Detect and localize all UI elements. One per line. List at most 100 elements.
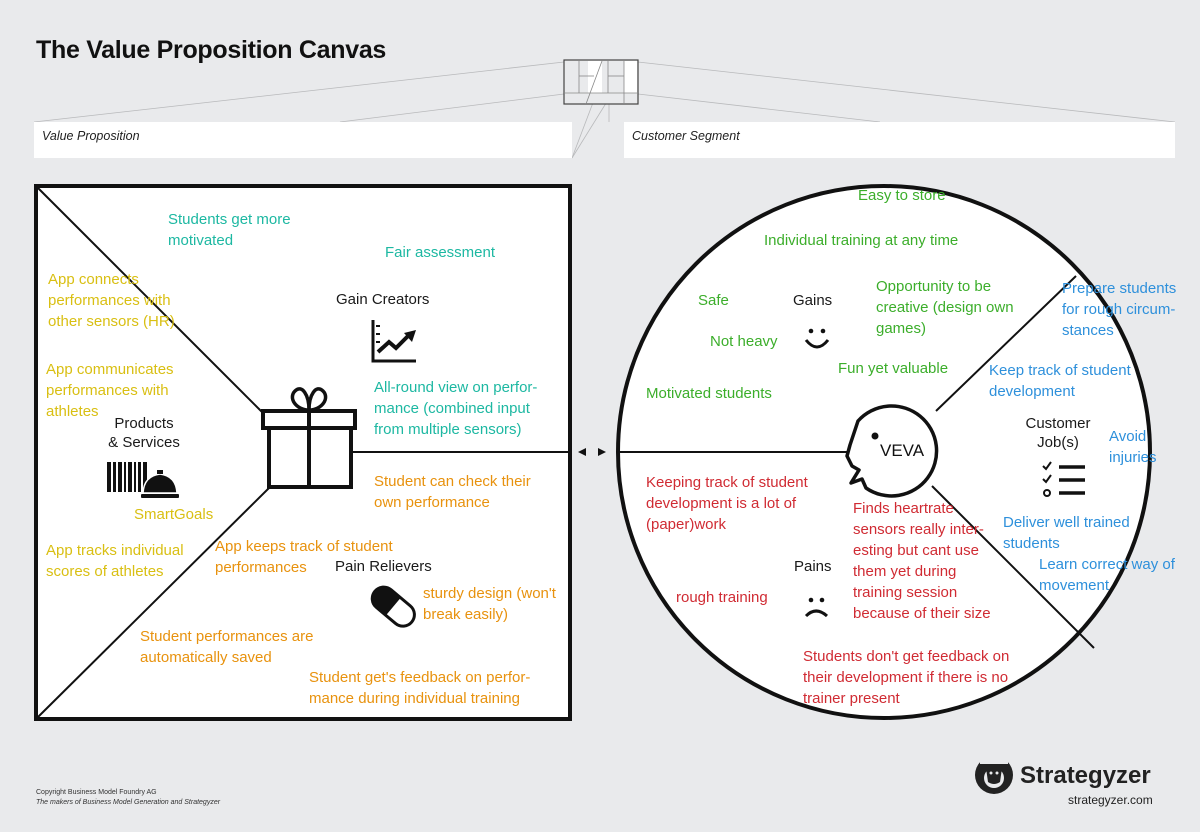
sticky-note: Student can check their own performance <box>374 471 531 513</box>
note-line: their development if there is no <box>803 669 1009 686</box>
sticky-note: Learn correct way of movement <box>1039 554 1175 596</box>
sticky-note: rough training <box>676 587 768 608</box>
products-services-label: Products & Services <box>100 414 188 452</box>
note-line: training session <box>853 584 958 601</box>
value-proposition-header: Value Proposition <box>34 122 572 158</box>
products-label-line2: & Services <box>108 434 180 451</box>
customer-segment-label: Customer Segment <box>632 129 740 143</box>
sticky-note: Keep track of student development <box>989 360 1131 402</box>
copyright: Copyright Business Model Foundry AG The … <box>36 788 220 808</box>
frown-icon <box>804 597 829 618</box>
note-line: mance during individual training <box>309 690 520 707</box>
note-line: performances with <box>46 382 169 399</box>
note-line: because of their size <box>853 605 991 622</box>
jobs-label-line2: Job(s) <box>1037 434 1079 451</box>
sticky-note: App tracks individual scores of athletes <box>46 540 184 582</box>
note-line: All-round view on perfor- <box>374 379 538 396</box>
note-line: Prepare students <box>1062 280 1177 297</box>
sticky-note: App communicates performances with athle… <box>46 359 174 422</box>
sticky-note: Students don't get feedback on their dev… <box>803 646 1009 709</box>
sticky-note: Deliver well trained students <box>1003 512 1130 554</box>
products-label-line1: Products <box>114 415 174 432</box>
sticky-note: Keeping track of student development is … <box>646 472 808 535</box>
note-line: Fair assessment <box>385 244 496 261</box>
strategyzer-logo-icon <box>975 754 1013 794</box>
note-line: Easy to store <box>858 187 946 204</box>
note-line: scores of athletes <box>46 563 164 580</box>
customer-segment-header: Customer Segment <box>624 122 1175 158</box>
note-line: athletes <box>46 403 99 420</box>
note-line: App tracks individual <box>46 542 184 559</box>
note-line: other sensors (HR) <box>48 313 175 330</box>
note-line: development <box>989 383 1075 400</box>
brand-url[interactable]: strategyzer.com <box>1068 793 1153 807</box>
note-line: trainer present <box>803 690 900 707</box>
sticky-note: Easy to store <box>858 185 946 206</box>
barcode-bell-icon <box>107 462 179 498</box>
sticky-note: Student performances are automatically s… <box>140 626 313 668</box>
note-line: Not heavy <box>710 333 778 350</box>
note-line: Safe <box>698 292 729 309</box>
sticky-note: Individual training at any time <box>764 230 958 251</box>
note-line: Fun yet valuable <box>838 360 949 377</box>
sticky-note: SmartGoals <box>134 504 213 525</box>
note-line: App connects <box>48 271 139 288</box>
sticky-note: Fun yet valuable <box>838 358 948 379</box>
note-line: sensors really inter- <box>853 521 984 538</box>
sticky-note: Fair assessment <box>385 242 495 263</box>
sticky-note: sturdy design (won't break easily) <box>423 583 556 625</box>
note-line: own performance <box>374 494 490 511</box>
sticky-note: Prepare students for rough circum- stanc… <box>1062 278 1176 341</box>
note-line: Student can check their <box>374 473 531 490</box>
tagline-text: The makers of Business Model Generation … <box>36 799 221 806</box>
perspective-lines <box>33 61 1176 159</box>
note-line: App keeps track of student <box>215 538 393 555</box>
jobs-label-line1: Customer <box>1025 415 1091 432</box>
customer-profile-circle <box>616 184 1152 720</box>
pains-label: Pains <box>794 558 832 575</box>
note-line: performances <box>215 559 307 576</box>
sticky-note: Safe <box>698 290 729 311</box>
brand-name: Strategyzer <box>1020 762 1151 789</box>
note-line: injuries <box>1109 449 1157 466</box>
note-line: Learn correct way of <box>1039 556 1175 573</box>
note-line: Keep track of student <box>989 362 1131 379</box>
gift-icon <box>261 387 357 489</box>
note-line: games) <box>876 320 927 337</box>
note-line: movement <box>1039 577 1110 594</box>
page-title: The Value Proposition Canvas <box>36 36 387 64</box>
note-line: SmartGoals <box>134 506 214 523</box>
note-line: stances <box>1062 322 1114 339</box>
note-line: Students don't get feedback on <box>803 648 1010 665</box>
note-line: development is a lot of <box>646 495 797 512</box>
note-line: creative (design own <box>876 299 1014 316</box>
note-line: Deliver well trained <box>1003 514 1130 531</box>
sticky-note: Students get more motivated <box>168 209 291 251</box>
sticky-note: App connects performances with other sen… <box>48 269 175 332</box>
chart-trend-icon <box>371 320 416 363</box>
sticky-note: Student get's feedback on perfor- mance … <box>309 667 530 709</box>
note-line: Avoid <box>1109 428 1147 445</box>
checklist-icon <box>1042 461 1085 497</box>
note-line: motivated <box>168 232 234 249</box>
note-line: esting but cant use <box>853 542 979 559</box>
customer-jobs-label: Customer Job(s) <box>1020 414 1096 452</box>
note-line: App communicates <box>46 361 174 378</box>
sticky-note: Motivated students <box>646 383 772 404</box>
gain-creators-label: Gain Creators <box>336 291 430 308</box>
note-line: Opportunity to be <box>876 278 992 295</box>
note-line: them yet during <box>853 563 957 580</box>
sticky-note: Finds heartrate sensors really inter- es… <box>853 498 991 624</box>
sticky-note: Opportunity to be creative (design own g… <box>876 276 1014 339</box>
note-line: mance (combined input <box>374 400 530 417</box>
gains-label: Gains <box>793 292 833 309</box>
note-line: sturdy design (won't <box>423 585 556 602</box>
value-proposition-label: Value Proposition <box>42 129 140 143</box>
pain-relievers-label: Pain Relievers <box>335 558 432 575</box>
copyright-text: Copyright Business Model Foundry AG <box>36 789 157 796</box>
note-line: automatically saved <box>140 649 272 666</box>
note-line: from multiple sensors) <box>374 421 522 438</box>
note-line: students <box>1003 535 1060 552</box>
note-line: break easily) <box>423 606 509 623</box>
